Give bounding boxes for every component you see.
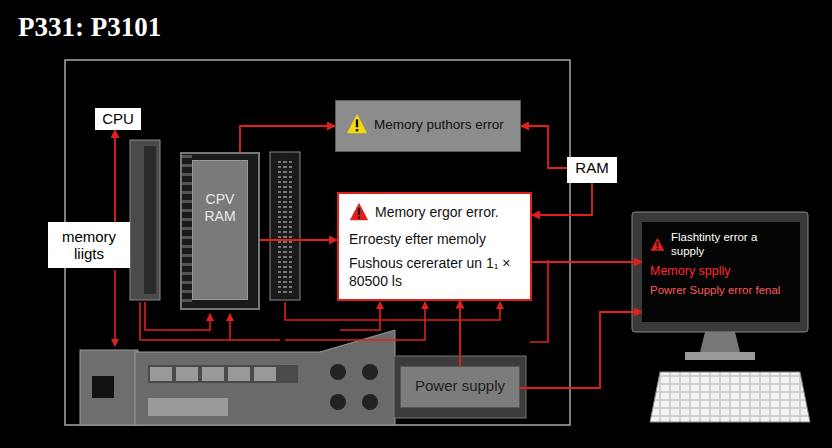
warning-icon <box>650 237 665 252</box>
warning-bar <box>358 208 360 215</box>
board-key <box>150 367 172 381</box>
wire <box>229 314 231 340</box>
board-frame <box>65 60 570 425</box>
icon-row: Memory puthors error <box>346 113 510 135</box>
keyboard <box>650 372 810 422</box>
monitor-stand <box>685 352 755 360</box>
node-text: CPV RAM <box>200 191 240 225</box>
warning-dot <box>358 217 360 219</box>
warning-bar <box>356 119 358 127</box>
error-box: Memory ergor error. Erroesty efter memoly… <box>337 192 532 301</box>
node-subtext: Fushous cererater un 1₁ × 80500 ls <box>349 254 520 290</box>
connector-arrow <box>260 239 337 241</box>
connector-arrow <box>532 183 592 215</box>
monitor-bezel <box>632 212 808 332</box>
slot-strip <box>270 152 300 300</box>
node-subtext: Powrer Supply error fenal <box>650 283 792 297</box>
module-panel: CPV RAM <box>192 160 248 300</box>
wire <box>530 260 548 342</box>
board-key <box>228 367 250 381</box>
board-slot <box>148 365 298 383</box>
label-box: CPU <box>95 108 141 130</box>
connector-arrow <box>520 312 642 388</box>
node-text: Power supply <box>409 377 511 394</box>
wire <box>285 302 500 320</box>
board-hole <box>330 394 346 410</box>
cpu-strip <box>130 140 160 300</box>
expansion-board <box>135 330 395 425</box>
icon-row: Memory ergor error. <box>349 202 520 222</box>
board-key <box>202 367 224 381</box>
wire <box>340 302 380 330</box>
diagram-title: P331: P3101 <box>18 12 161 43</box>
wire <box>285 302 425 340</box>
connector-arrow <box>114 130 116 222</box>
board-key <box>176 367 198 381</box>
warning-dot <box>657 248 659 250</box>
warning-icon <box>346 113 368 135</box>
warning-triangle <box>651 238 665 251</box>
monitor-neck <box>700 332 740 352</box>
node-subtext: Memory spplly <box>650 264 792 280</box>
warning-triangle <box>347 114 367 133</box>
board-slot <box>148 398 228 416</box>
warning-triangle <box>350 203 368 221</box>
node-text: Memory ergor error. <box>375 203 499 221</box>
error-box: Memory puthors error <box>335 100 521 152</box>
psu-housing <box>394 356 526 418</box>
slot-pins <box>278 158 292 294</box>
warning-icon <box>349 202 369 222</box>
io-port <box>92 376 114 398</box>
node-text: Memory puthors error <box>374 117 504 132</box>
wire <box>114 270 116 346</box>
ram-module: CPV RAM <box>180 152 260 310</box>
board-key <box>254 367 276 381</box>
connector-arrow <box>521 126 567 168</box>
node-text: RAM <box>572 159 612 176</box>
warning-bar <box>657 241 659 246</box>
board-hole <box>362 394 378 410</box>
io-block <box>80 350 138 425</box>
label-box: memory liigts <box>48 222 130 268</box>
label-box: RAM <box>567 157 617 183</box>
connector-arrow <box>240 126 335 152</box>
power-supply-box: Power supply <box>400 366 520 408</box>
monitor-screen: Flashtinty error a supplyMemory sppllyPo… <box>642 222 800 322</box>
icon-row: Flashtinty error a supply <box>650 230 792 259</box>
node-text: memory liigts <box>53 228 125 263</box>
cpu-strip-inner <box>144 146 156 294</box>
board-hole <box>330 364 346 380</box>
node-subtext: Erroesty efter memoly <box>349 230 520 248</box>
warning-dot <box>356 129 358 131</box>
connector-arrow <box>532 261 642 263</box>
node-text: CPU <box>100 110 136 127</box>
board-hole <box>362 364 378 380</box>
node-text: Flashtinty error a supply <box>671 230 792 259</box>
connector-arrow <box>459 301 461 366</box>
